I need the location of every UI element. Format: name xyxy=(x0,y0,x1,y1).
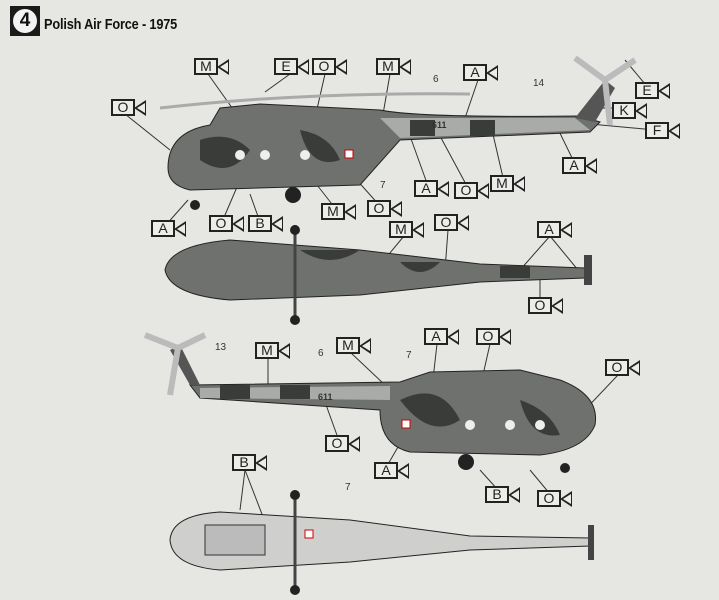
part-number: 6 xyxy=(433,74,439,85)
scheme-title: Polish Air Force - 1975 xyxy=(44,15,178,33)
decal-tag-a: A xyxy=(463,64,498,81)
decal-tag-k: K xyxy=(612,102,647,119)
part-number: 13 xyxy=(215,342,227,353)
decal-tag-o: O xyxy=(476,328,511,345)
decal-tag-o: O xyxy=(367,200,402,217)
decal-tag-o: O xyxy=(537,490,572,507)
decal-tag-m: M xyxy=(321,203,356,220)
decal-tag-a: A xyxy=(537,221,572,238)
part-number: 6 xyxy=(318,348,324,359)
decal-tag-m: M xyxy=(376,58,411,75)
header: 4 Polish Air Force - 1975 xyxy=(10,6,201,36)
scheme-number: 4 xyxy=(13,9,37,33)
part-number: 7 xyxy=(380,180,386,191)
decal-tag-m: M xyxy=(389,221,424,238)
side-view-top xyxy=(159,55,637,210)
decal-tag-o: O xyxy=(605,359,640,376)
decal-tag-a: A xyxy=(151,220,186,237)
part-number: 7 xyxy=(406,350,412,361)
decal-tag-f: F xyxy=(645,122,680,139)
decal-tag-b: B xyxy=(232,454,267,471)
decal-tag-b: B xyxy=(248,215,283,232)
decal-tag-o: O xyxy=(325,435,360,452)
decal-tag-a: A xyxy=(414,180,449,197)
part-number: 14 xyxy=(533,78,545,89)
side-view-bottom xyxy=(143,332,597,473)
scheme-number-badge: 4 xyxy=(10,6,40,36)
decal-tag-o: O xyxy=(528,297,563,314)
decal-tag-m: M xyxy=(194,58,229,75)
part-number: 7 xyxy=(345,482,351,493)
serial-number: 611 xyxy=(318,392,333,402)
decal-tag-a: A xyxy=(424,328,459,345)
decal-tag-e: E xyxy=(274,58,309,75)
decal-tag-b: B xyxy=(485,486,520,503)
decal-tag-o: O xyxy=(434,214,469,231)
decal-tag-a: A xyxy=(374,462,409,479)
underside-view xyxy=(169,490,594,595)
decal-tag-a: A xyxy=(562,157,597,174)
top-view xyxy=(164,225,592,325)
serial-number: 611 xyxy=(432,120,447,130)
decal-tag-o: O xyxy=(312,58,347,75)
decal-tag-e: E xyxy=(635,82,670,99)
decal-tag-m: M xyxy=(336,337,371,354)
decal-tag-m: M xyxy=(490,175,525,192)
decal-tag-o: O xyxy=(209,215,244,232)
decal-tag-o: O xyxy=(454,182,489,199)
decal-tag-o: O xyxy=(111,99,146,116)
decal-tag-m: M xyxy=(255,342,290,359)
